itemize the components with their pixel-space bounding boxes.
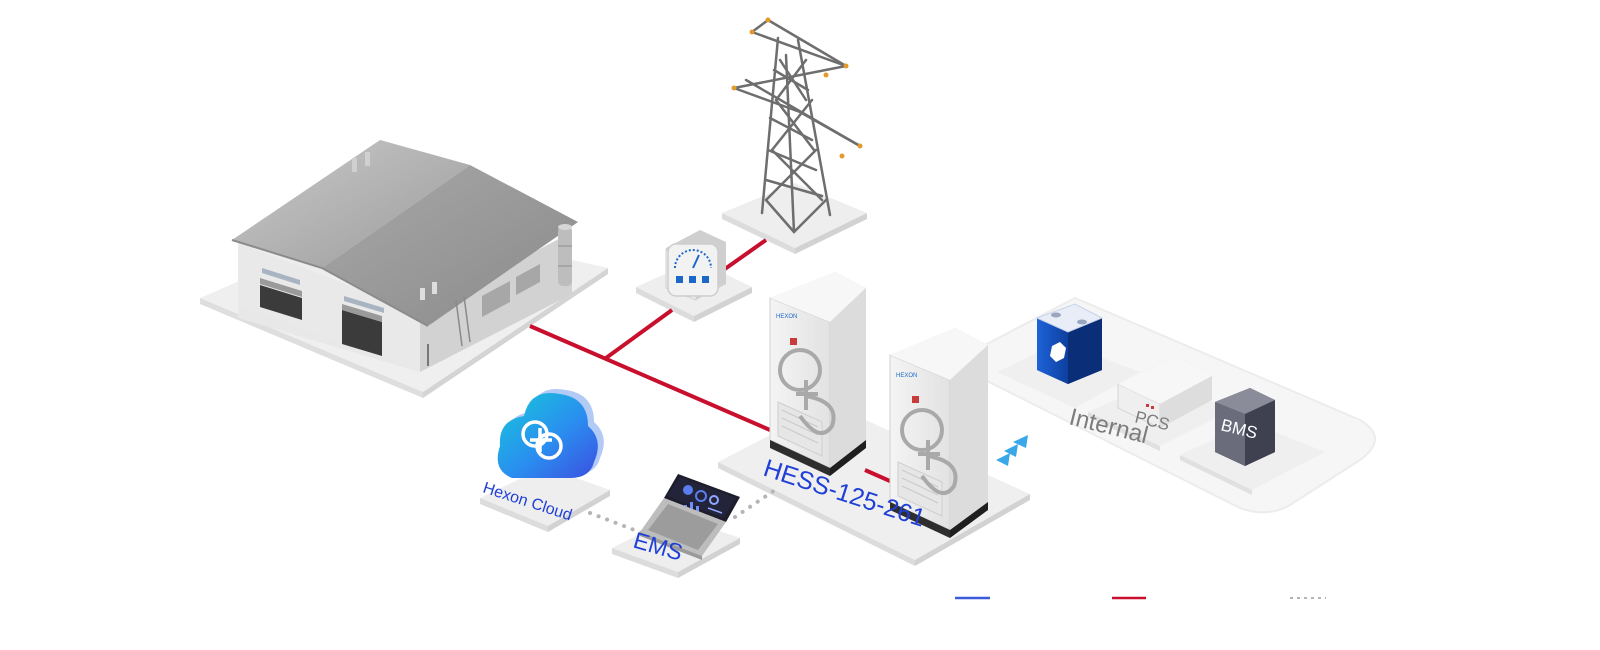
power-line-hess-segment <box>864 468 893 484</box>
svg-text:HEXON: HEXON <box>896 373 917 379</box>
wireless-signal-icon <box>996 435 1028 466</box>
battery-cell-icon <box>1035 303 1104 384</box>
power-lines <box>529 238 893 484</box>
power-line-warehouse-hess <box>529 324 771 432</box>
battery-cabinet-icon: HEXON <box>769 272 866 476</box>
bms-module-icon <box>1215 388 1275 466</box>
svg-text:HEXON: HEXON <box>776 314 797 320</box>
power-line-meter-tower <box>720 238 768 273</box>
cloud-icon <box>497 388 604 478</box>
cloud-platform <box>480 467 610 532</box>
pcs-unit-icon <box>1117 356 1212 429</box>
transmission-tower-icon <box>731 17 863 234</box>
data-line-ems-hess <box>733 488 777 519</box>
power-meter-icon <box>665 230 726 301</box>
power-line-junction-meter <box>604 308 674 360</box>
battery-cabinet-icon: HEXON <box>889 328 988 538</box>
laptop-icon <box>640 474 740 560</box>
warehouse-icon <box>231 140 578 372</box>
